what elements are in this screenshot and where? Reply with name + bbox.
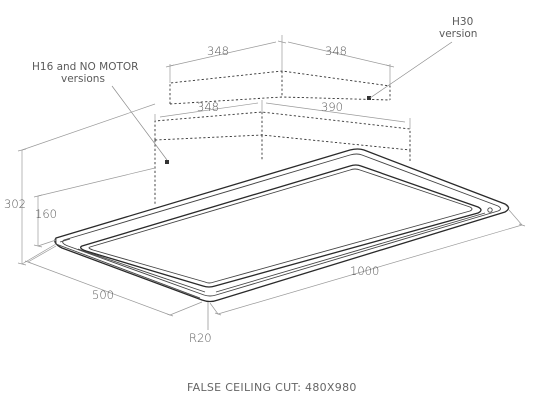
- note-h30-line1: H30: [452, 16, 473, 28]
- dim-canopy-height: 160: [35, 207, 57, 221]
- dim-mid-width-left: 348: [197, 100, 219, 114]
- dim-length: [209, 209, 526, 316]
- dim-length-label: 1000: [350, 264, 379, 278]
- false-ceiling-caption: FALSE CEILING CUT: 480X980: [187, 381, 357, 394]
- dim-depth: [24, 245, 203, 317]
- dim-mid-depth-right: 390: [321, 100, 343, 114]
- dim-top-width: [165, 35, 395, 86]
- dim-heights: [17, 103, 156, 266]
- h30-marker: [367, 96, 371, 100]
- dim-middle-width: [154, 100, 411, 129]
- dim-top-width-left: 348: [207, 44, 229, 58]
- dim-total-height: 302: [4, 197, 26, 211]
- note-h30-leader: [369, 41, 453, 99]
- middle-motor-box: [154, 111, 411, 205]
- note-h16-leader: [111, 85, 168, 161]
- note-h30-line2: version: [439, 28, 477, 40]
- dim-depth-label: 500: [92, 288, 114, 302]
- note-h16-line2: versions: [61, 73, 105, 85]
- dim-top-width-right: 348: [325, 44, 347, 58]
- h16-marker: [165, 160, 169, 164]
- hood-canopy: [54, 148, 510, 303]
- dim-corner-radius: R20: [189, 331, 212, 345]
- note-h16-line1: H16 and NO MOTOR: [32, 61, 138, 73]
